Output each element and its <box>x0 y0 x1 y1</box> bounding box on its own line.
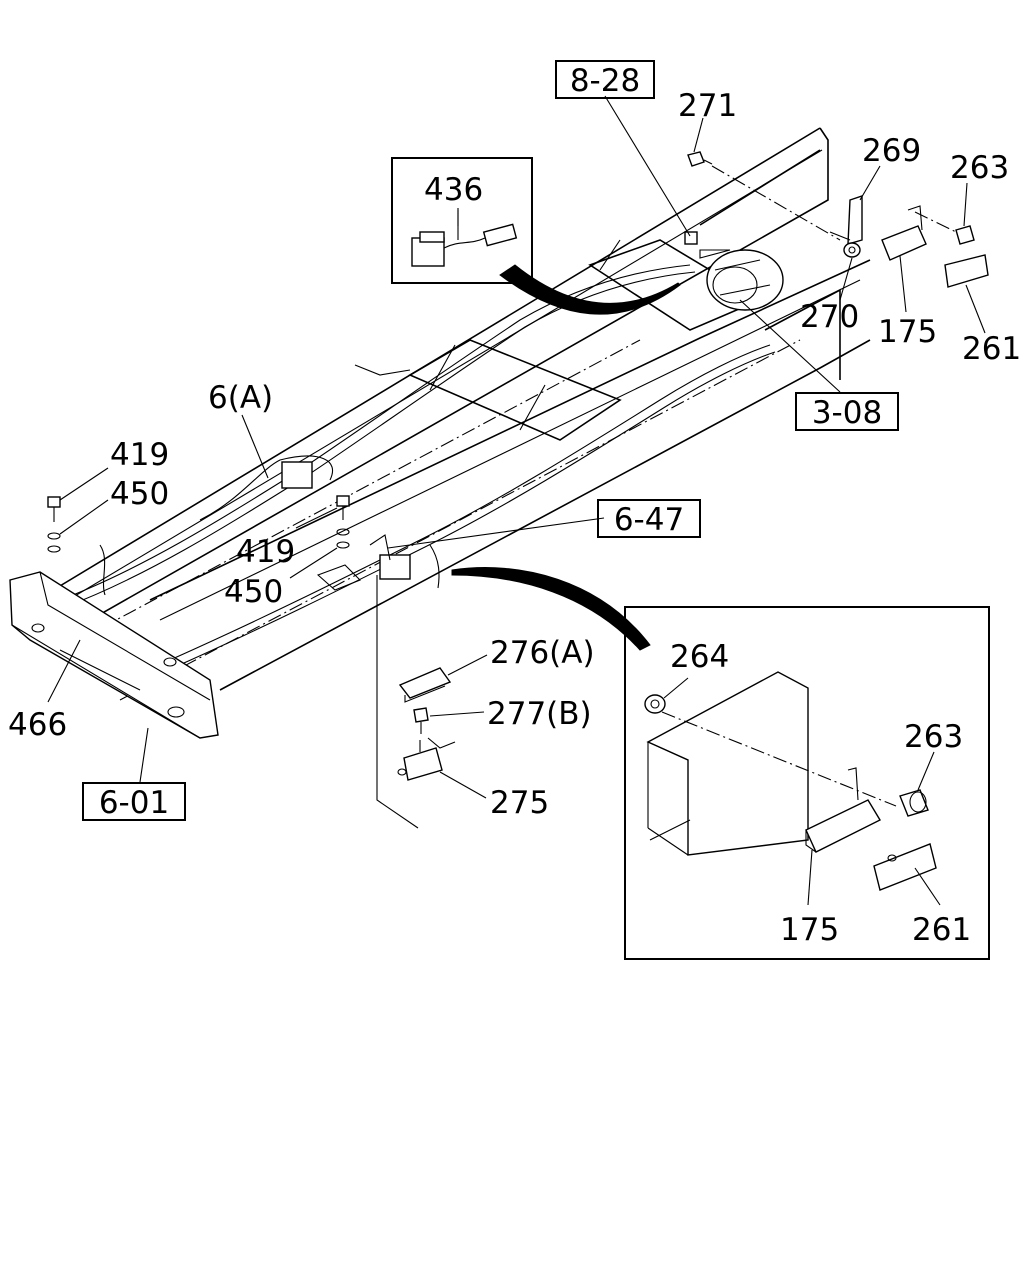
chassis-frame <box>39 127 871 701</box>
reference-6-47-label: 6-47 <box>614 502 684 538</box>
pointer-arc-436 <box>499 264 681 315</box>
callout-466: 466 <box>8 707 67 743</box>
callout-419: 419 <box>236 534 295 570</box>
pointer-arc-detail <box>451 567 651 651</box>
callout-175: 175 <box>878 314 937 350</box>
callout-261: 261 <box>912 912 971 948</box>
detail-inset <box>624 606 990 960</box>
callout-263: 263 <box>950 150 1009 186</box>
callout-270: 270 <box>800 299 859 335</box>
frame-brackets <box>281 461 411 591</box>
brake-pipes <box>59 264 776 668</box>
bolt-419-left <box>47 496 61 553</box>
callout-263: 263 <box>904 719 963 755</box>
callout-450: 450 <box>224 574 283 610</box>
callout-277b: 277(B) <box>487 696 592 732</box>
reference-6-01-label: 6-01 <box>99 785 169 821</box>
reference-3-08-label: 3-08 <box>812 395 882 431</box>
rear-axle <box>684 231 784 311</box>
reference-6-01: 6-01 <box>82 782 186 821</box>
callout-175: 175 <box>780 912 839 948</box>
front-bumper <box>9 571 219 739</box>
callout-264: 264 <box>670 639 729 675</box>
reference-6-47: 6-47 <box>597 499 701 538</box>
callout-labels: 271 269 263 436 270 175 261 6(A) 419 450… <box>8 88 1021 948</box>
reference-8-28: 8-28 <box>555 60 655 99</box>
callout-419: 419 <box>110 437 169 473</box>
callout-6a: 6(A) <box>208 380 273 416</box>
reference-3-08: 3-08 <box>795 392 899 431</box>
rear-lamp-cluster <box>687 151 989 288</box>
callout-450: 450 <box>110 476 169 512</box>
callout-275: 275 <box>490 785 549 821</box>
callout-271: 271 <box>678 88 737 124</box>
reference-8-28-label: 8-28 <box>570 63 640 99</box>
bolt-419-right <box>336 495 350 549</box>
callout-436: 436 <box>424 172 483 208</box>
callout-276a: 276(A) <box>490 635 595 671</box>
callout-269: 269 <box>862 133 921 169</box>
centre-components <box>376 575 456 829</box>
callout-261: 261 <box>962 331 1021 367</box>
leader-lines <box>47 95 986 906</box>
